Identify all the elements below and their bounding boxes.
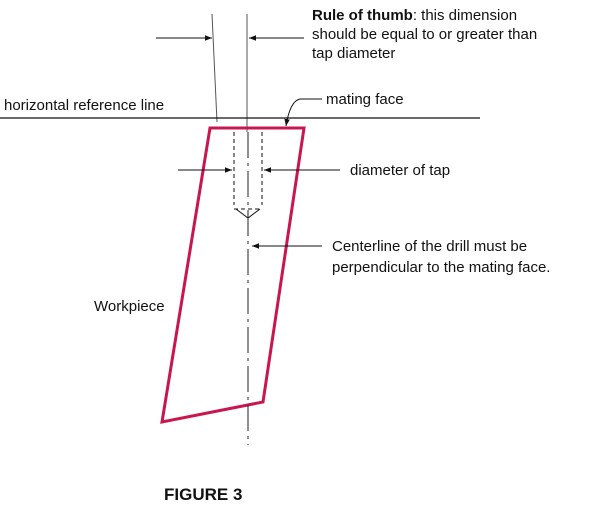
rule-of-thumb-line-2: should be equal to or greater than (312, 26, 537, 43)
rule-of-thumb-line-1: Rule of thumb: this dimension (312, 7, 517, 24)
centerline-label-line-2: perpendicular to the mating face. (332, 259, 550, 276)
horizontal-reference-line-label: horizontal reference line (4, 97, 164, 114)
diameter-of-tap-label: diameter of tap (350, 162, 450, 179)
rule-of-thumb-text: : this dimension (413, 7, 517, 24)
workpiece-label: Workpiece (94, 298, 165, 315)
rule-of-thumb-line-3: tap diameter (312, 45, 395, 62)
mating-face-leader (284, 98, 322, 127)
centerline-label-line-1: Centerline of the drill must be (332, 238, 527, 255)
figure-caption: FIGURE 3 (164, 485, 242, 504)
rule-of-thumb-heading: Rule of thumb (312, 7, 413, 24)
dimension-extension-left (211, 13, 218, 123)
mating-face-label: mating face (326, 91, 404, 108)
workpiece-outline (160, 126, 306, 424)
